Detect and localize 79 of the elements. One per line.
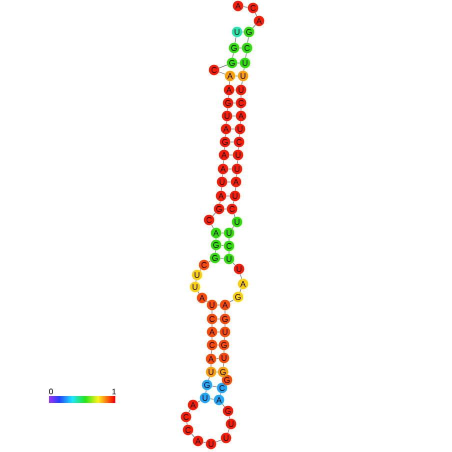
backbone-line — [228, 251, 230, 254]
backbone-line — [234, 214, 236, 218]
backbone-line — [224, 383, 226, 385]
backbone-line — [208, 376, 210, 380]
base-pair-line — [221, 232, 224, 234]
base-pair-line — [212, 386, 218, 388]
backbone-line — [197, 400, 201, 403]
backbone-line — [224, 324, 226, 327]
backbone-line — [238, 147, 239, 150]
backbone-line — [243, 6, 248, 8]
backbone-line — [239, 134, 240, 137]
backbone-line — [210, 364, 212, 367]
base-pair-line — [229, 154, 233, 156]
backbone-line — [232, 262, 236, 266]
base-pair-line — [221, 245, 224, 246]
backbone-line — [188, 409, 191, 413]
backbone-line — [202, 442, 206, 444]
backbone-line — [223, 363, 224, 367]
backbone-line — [224, 337, 225, 340]
base-pair-line — [216, 358, 219, 359]
backbone-line — [191, 434, 195, 438]
backbone-line — [247, 37, 249, 43]
backbone-line — [222, 174, 223, 177]
backbone-line — [232, 200, 234, 204]
backbone-line — [254, 12, 258, 16]
backbone-line — [222, 404, 225, 408]
backbone-line — [234, 37, 236, 43]
backbone-line — [224, 374, 226, 378]
base-pair-line — [228, 168, 232, 170]
base-pair-line — [224, 208, 227, 210]
backbone-line — [252, 24, 256, 28]
backbone-line — [225, 134, 226, 137]
backbone-line — [216, 440, 222, 442]
backbone-line — [228, 238, 230, 241]
backbone-line — [200, 269, 202, 271]
base-pair-line — [233, 102, 236, 104]
backbone-line — [186, 422, 188, 425]
backbone-line — [228, 416, 230, 420]
backbone-line — [212, 212, 216, 216]
backbone-line — [224, 147, 225, 150]
backbone-line — [218, 64, 228, 68]
backbone-line — [232, 226, 234, 229]
backbone-line — [226, 121, 227, 124]
backbone-line — [240, 288, 242, 292]
backbone-line — [221, 187, 222, 191]
backbone-line — [198, 291, 200, 294]
base-pair-line — [217, 318, 220, 320]
backbone-line — [215, 250, 216, 253]
base-pair-line — [231, 128, 235, 130]
backbone-line — [245, 53, 247, 58]
base-pair-line — [217, 344, 219, 346]
backbone-line — [228, 95, 229, 98]
backbone-line — [227, 108, 228, 111]
scale-label: 0 — [49, 388, 53, 394]
backbone-line — [237, 160, 238, 164]
backbone-line — [235, 187, 236, 191]
base-pair-line — [237, 62, 240, 64]
base-pair-line — [210, 398, 214, 400]
base-pair-line — [220, 258, 224, 259]
backbone-line — [240, 121, 241, 124]
backbone-line — [211, 350, 212, 354]
backbone-line — [232, 53, 234, 58]
backbone-line — [224, 310, 226, 314]
backbone-line — [208, 260, 211, 262]
backbone-line — [236, 174, 237, 177]
backbone-line — [206, 300, 208, 302]
base-pair-line — [217, 304, 220, 306]
backbone-line — [240, 95, 242, 98]
backbone-line — [223, 160, 224, 164]
backbone-line — [228, 428, 230, 434]
backbone-line — [229, 300, 234, 302]
backbone-line — [218, 72, 226, 74]
backbone-line — [240, 274, 242, 280]
scale-label: 1 — [112, 388, 116, 394]
backbone-line — [241, 81, 243, 85]
backbone-line — [211, 224, 214, 229]
backbone-line — [229, 81, 230, 85]
backbone-line — [240, 108, 242, 111]
backbone-line — [220, 392, 221, 396]
